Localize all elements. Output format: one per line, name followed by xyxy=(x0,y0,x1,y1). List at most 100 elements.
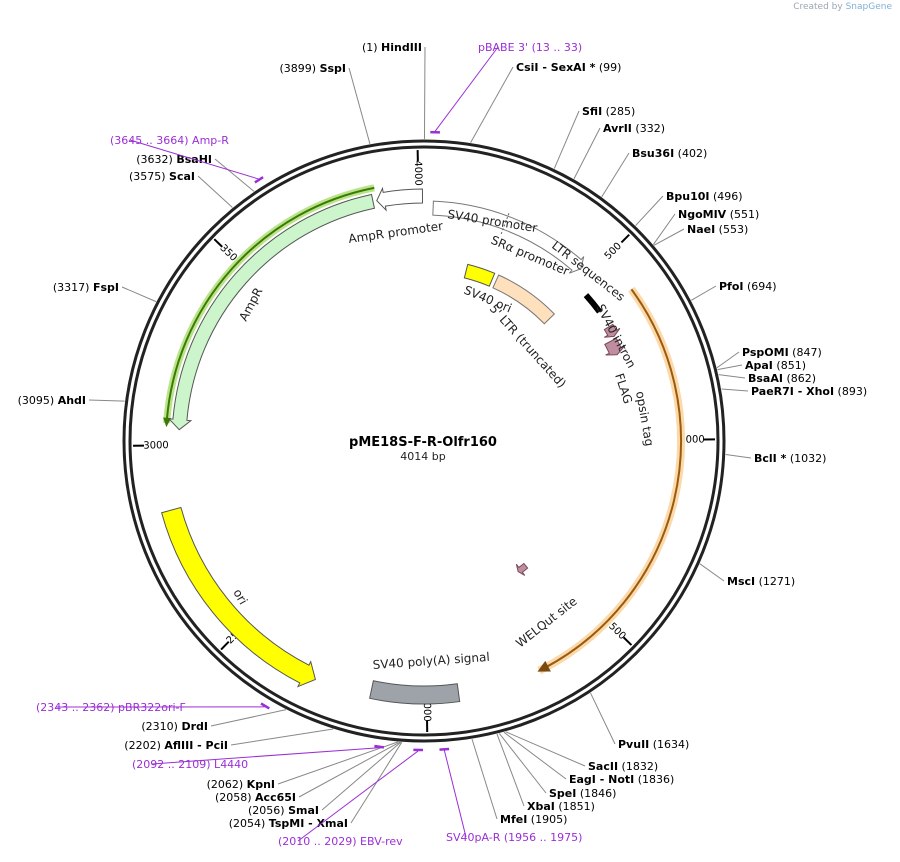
site-pos: (893) xyxy=(834,385,867,398)
site-pos: (99) xyxy=(595,61,621,74)
site-leader xyxy=(699,563,725,582)
site-pos: (553) xyxy=(715,223,748,236)
site-leader xyxy=(635,195,664,226)
site-leader xyxy=(348,67,371,145)
primer-text: (2010 .. 2029) xyxy=(278,835,357,848)
ampr-highlight xyxy=(163,184,375,424)
site-pos: (847) xyxy=(789,346,822,359)
welqut-site-feature xyxy=(515,562,529,576)
tick-label: 500 xyxy=(603,241,624,262)
site-leader xyxy=(298,741,401,798)
ori-feature xyxy=(161,506,317,688)
primer-text: pBABE 3' xyxy=(478,41,528,54)
site-pos: (851) xyxy=(773,359,806,372)
primer-text: (2343 .. 2362) xyxy=(36,701,115,714)
site-name: CsiI xyxy=(516,61,538,74)
label-ori: ori xyxy=(230,587,250,608)
site-label-tspmi: (2054) TspMI - XmaI xyxy=(229,817,348,830)
site-label-pfoi: PfoI (694) xyxy=(719,280,777,293)
primer-bar xyxy=(254,176,264,184)
ampr-feature xyxy=(167,193,376,431)
site-extra: - SexAI * xyxy=(538,61,595,74)
site-name: SmaI xyxy=(288,804,319,817)
primer-text: Amp-R xyxy=(189,134,230,147)
site-leader xyxy=(717,364,743,371)
site-name: PvuII xyxy=(618,738,649,751)
primer-bar xyxy=(374,744,385,749)
site-extra: - PciI xyxy=(193,739,228,752)
site-label-naei: NaeI (553) xyxy=(687,223,748,236)
site-name: DrdI xyxy=(181,720,208,733)
site-leader xyxy=(505,731,586,767)
tick-label: 1000 xyxy=(679,434,705,445)
primer-text: EBV-rev xyxy=(357,835,404,848)
site-name: SacII xyxy=(588,760,618,773)
backbone-inner xyxy=(128,145,720,737)
site-extra: - NotI xyxy=(596,773,634,786)
site-leader xyxy=(653,228,685,246)
created-by-text: Created by xyxy=(793,2,843,12)
site-label-bsaai: BsaAI (862) xyxy=(748,372,816,385)
primer-leader xyxy=(151,747,380,765)
site-pos: (1634) xyxy=(649,738,689,751)
primer-leader xyxy=(297,750,419,842)
site-pos: (285) xyxy=(602,105,635,118)
site-name: Acc65I xyxy=(255,791,296,804)
site-leader xyxy=(690,285,717,301)
label-sv40-intron: SV40 intron xyxy=(593,302,638,371)
site-pos: (1846) xyxy=(576,787,616,800)
site-label-xbai: XbaI (1851) xyxy=(527,800,595,813)
site-label-paer7i: PaeR7I - XhoI (893) xyxy=(751,385,867,398)
site-label-bsu36i: Bsu36I (402) xyxy=(632,147,707,160)
site-label-smai: (2056) SmaI xyxy=(248,804,319,817)
primer-leader xyxy=(443,750,467,838)
site-leader xyxy=(718,374,746,379)
plasmid-name: pME18S-F-R-Olfr160 xyxy=(349,435,497,450)
site-name: EagI xyxy=(569,773,596,786)
site-leader xyxy=(277,741,399,785)
snapgene-brand: SnapGene xyxy=(845,2,892,12)
site-label-eagi: EagI - NotI (1836) xyxy=(569,773,674,786)
site-label-sacii: SacII (1832) xyxy=(588,760,658,773)
site-name: XbaI xyxy=(527,800,555,813)
site-pos: (3317) xyxy=(53,281,93,294)
site-label-spei: SpeI (1846) xyxy=(549,787,616,800)
site-pos: (496) xyxy=(710,190,743,203)
site-pos: (2062) xyxy=(207,778,247,791)
site-label-sspi: (3899) SspI xyxy=(279,62,346,75)
label-welqut-site: WELQut site xyxy=(513,594,579,650)
site-pos: (2054) xyxy=(229,817,269,830)
site-leader xyxy=(716,351,740,369)
site-label-fspi: (3317) FspI xyxy=(53,281,119,294)
site-extra: - XhoI xyxy=(794,385,834,398)
site-leader xyxy=(471,739,498,820)
site-name: KpnI xyxy=(247,778,275,791)
site-label-bsahi: (3632) BsaHI xyxy=(136,153,212,166)
site-label-csii: CsiI - SexAI * (99) xyxy=(516,61,621,74)
site-name: AhdI xyxy=(58,394,86,407)
primer-label: SV40pA-R (1956 .. 1975) xyxy=(446,831,582,844)
site-pos: (2310) xyxy=(141,720,181,733)
site-label-mfei: MfeI (1905) xyxy=(500,813,567,826)
site-leader xyxy=(210,709,287,727)
primer-label: (2343 .. 2362) pBR322ori-F xyxy=(36,701,186,714)
label-5ltr-truncated: 5' LTR (truncated) xyxy=(487,302,569,391)
site-label-acc65i: (2058) Acc65I xyxy=(215,791,296,804)
site-leader xyxy=(721,388,749,392)
site-name: PspOMI xyxy=(742,346,789,359)
site-label-drdi: (2310) DrdI xyxy=(141,720,208,733)
site-name: FspI xyxy=(93,281,119,294)
primer-text: SV40pA-R xyxy=(446,831,501,844)
site-leader xyxy=(321,741,402,811)
site-name: Bpu10I xyxy=(666,190,710,203)
opsin-tag-feature xyxy=(604,337,626,356)
site-pos: (1032) xyxy=(786,452,826,465)
site-name: TspMI xyxy=(269,817,305,830)
primer-text: (3645 .. 3664) xyxy=(110,134,189,147)
site-pos: (3899) xyxy=(279,62,319,75)
tick-mark xyxy=(220,640,230,651)
primer-bar xyxy=(439,747,450,751)
sv40-intron-feature xyxy=(583,293,602,314)
site-name: Bsu36I xyxy=(632,147,674,160)
site-name: SspI xyxy=(320,62,346,75)
